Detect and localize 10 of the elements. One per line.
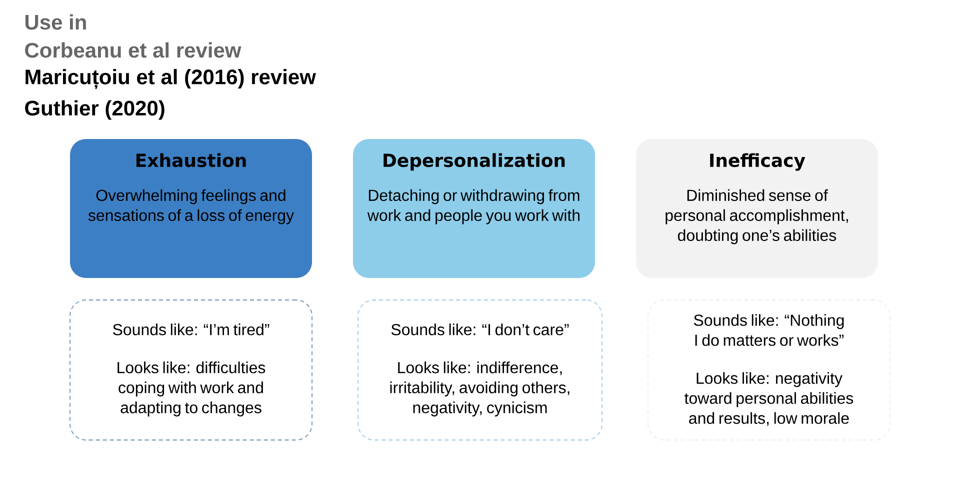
category-box: Exhaustion Overwhelming feelings and sensations of a loss of energy <box>70 139 312 278</box>
heading-text: Guthier (2020) <box>25 100 164 120</box>
heading-text: Maricuțoiu et al (2016) review <box>26 68 316 90</box>
heading-text: Use in <box>25 14 86 30</box>
example-box: Sounds like: “I don’t care” Looks like: indifference, irritability, avoiding others, negativity, cynicism <box>358 300 602 440</box>
heading-text: Corbeanu et al review <box>25 42 242 58</box>
category-box: Inefficacy Diminished sense of personal accomplishment, doubting one’s abilities <box>636 139 878 278</box>
example-box: Sounds like: “Nothing I do matters or works” Looks like: negativity toward personal abilities and results, low morale <box>648 300 890 440</box>
example-box: Sounds like: “I’m tired” Looks like: difficulties coping with work and adapting to changes <box>70 300 312 440</box>
category-box: Depersonalization Detaching or withdrawing from work and people you work with <box>353 139 595 278</box>
